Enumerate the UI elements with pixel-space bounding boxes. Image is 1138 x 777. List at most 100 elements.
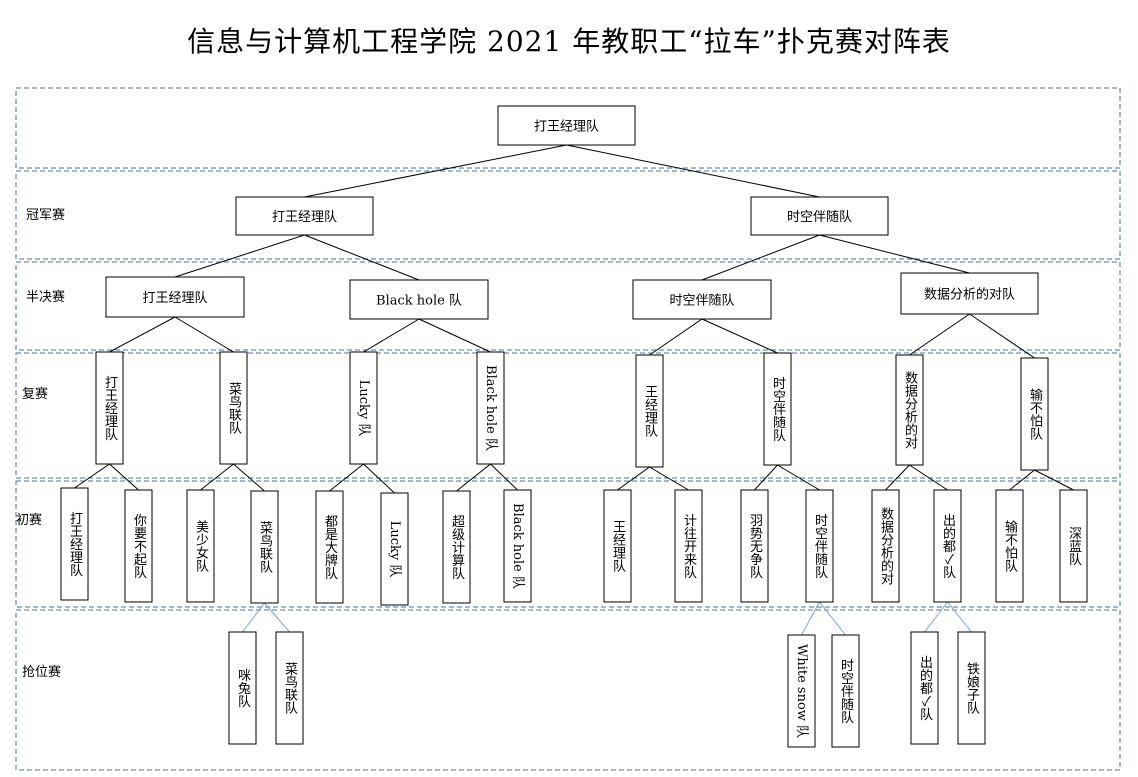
team-name: 打王经理队: [142, 291, 207, 306]
team-name: 时空伴随队: [770, 377, 786, 443]
final-node: 时空伴随队: [750, 196, 889, 236]
link-second-first-round: [490, 463, 518, 491]
team-box: [787, 634, 816, 748]
first-round-node: 时空伴随队: [805, 489, 834, 603]
team-name: 王经理队: [610, 520, 626, 573]
team-box: [315, 490, 344, 604]
first-round-node: 菜鸟联队: [250, 490, 279, 604]
link-second-first-round: [233, 463, 265, 492]
link-second-first-round: [456, 463, 491, 492]
team-name: 深蓝队: [1066, 527, 1082, 567]
team-name: Black hole 队: [376, 294, 462, 309]
stage-labels: 冠军赛 半决赛 复赛 初赛 抢位赛: [16, 207, 65, 680]
team-name: 打王经理队: [102, 376, 118, 442]
team-name: 超级计算队: [449, 515, 465, 581]
stage-label-first-round: 初赛: [16, 512, 42, 528]
team-name: 时空伴随队: [669, 294, 734, 309]
team-box: [476, 351, 505, 465]
team-box: [831, 634, 860, 748]
team-box: [750, 196, 889, 236]
team-name: 咪兔队: [235, 669, 251, 709]
link-final-semifinal: [701, 234, 820, 281]
stage-label-semifinal: 半决赛: [26, 289, 65, 305]
team-name: White snow 队: [794, 644, 809, 738]
link-second-first-round: [329, 463, 364, 492]
link-second-first-round: [909, 464, 948, 491]
team-name: 时空伴随队: [838, 659, 854, 725]
team-box: [763, 352, 792, 466]
link-first-round-playoff: [947, 601, 972, 633]
second-round-node: 输不怕队: [1020, 357, 1049, 471]
link-semifinal-second-round: [174, 316, 234, 353]
team-box: [105, 276, 245, 318]
stage-bands: [15, 87, 1121, 771]
link-second-first-round: [754, 464, 778, 491]
band-final: [15, 170, 1121, 260]
first-round-node: 王经理队: [603, 489, 632, 603]
team-box: [235, 196, 374, 236]
champion-node: 打王经理队: [497, 105, 636, 146]
team-name: Black hole 队: [510, 503, 525, 589]
team-name: 都是大牌队: [322, 515, 338, 581]
link-second-first-round: [74, 463, 110, 489]
link-final-semifinal: [304, 234, 420, 281]
second-round-node: 菜鸟联队: [219, 351, 248, 465]
first-round-node: 美少女队: [186, 489, 215, 603]
first-round-node: 超级计算队: [442, 490, 471, 604]
team-name: 出的都✓队: [940, 514, 956, 580]
team-name: 数据分析的对: [878, 507, 894, 585]
team-name: 菜鸟联队: [257, 521, 273, 574]
second-round-node: 打王经理队: [95, 351, 124, 465]
team-box: [957, 631, 986, 745]
team-name: 时空伴随队: [812, 514, 828, 580]
team-name: 数据分析的对队: [924, 287, 1015, 303]
link-semifinal-second-round: [969, 313, 1035, 359]
band-playoff: [15, 609, 1121, 771]
team-box: [349, 279, 489, 320]
second-round-node: 时空伴随队: [763, 352, 792, 466]
link-final-semifinal: [174, 234, 305, 278]
team-box: [635, 354, 664, 468]
link-first-round-playoff: [264, 602, 290, 633]
team-box: [228, 631, 257, 745]
playoff-node: 菜鸟联队: [275, 631, 304, 745]
link-semifinal-second-round: [909, 313, 970, 356]
first-round-node: 打王经理队: [60, 487, 89, 601]
link-semifinal-second-round: [109, 316, 176, 353]
band-second-round: [15, 352, 1121, 479]
second-round-node: Black hole 队: [476, 351, 505, 465]
stage-label-playoff: 抢位赛: [22, 664, 61, 680]
first-round-node: 羽势无争队: [740, 489, 769, 603]
link-second-first-round: [885, 464, 910, 491]
link-semifinal-second-round: [363, 318, 420, 353]
link-first-round-playoff: [819, 601, 846, 636]
team-name: 计往开来队: [681, 514, 697, 580]
first-round-node: 都是大牌队: [315, 490, 344, 604]
team-box: [740, 489, 769, 603]
team-box: [95, 351, 124, 465]
playoff-node: 出的都✓队: [910, 631, 939, 745]
team-box: [497, 105, 636, 146]
team-name: 你要不起队: [131, 514, 147, 580]
playoff-node: 时空伴随队: [831, 634, 860, 748]
link-second-first-round: [363, 463, 395, 494]
team-name: 羽势无争队: [747, 514, 763, 580]
first-round-node: 计往开来队: [674, 489, 703, 603]
second-round-node: 数据分析的对: [895, 354, 924, 466]
team-box: [60, 487, 89, 601]
team-box: [900, 272, 1039, 315]
team-name: 数据分析的对: [902, 371, 918, 449]
playoff-node: 咪兔队: [228, 631, 257, 745]
link-champion-final-right: [566, 144, 820, 198]
team-name: 菜鸟联队: [282, 662, 298, 715]
page-title: 信息与计算机工程学院 2021 年教职工“拉车”扑克赛对阵表: [187, 25, 951, 58]
link-second-first-round: [1009, 469, 1035, 491]
link-second-first-round: [649, 466, 689, 491]
team-name: Lucky 队: [387, 521, 402, 578]
team-name: 王经理队: [642, 385, 658, 438]
team-box: [933, 489, 962, 603]
team-box: [895, 354, 924, 466]
playoff-node: 铁娘子队: [957, 631, 986, 745]
team-name: 美少女队: [193, 520, 209, 573]
